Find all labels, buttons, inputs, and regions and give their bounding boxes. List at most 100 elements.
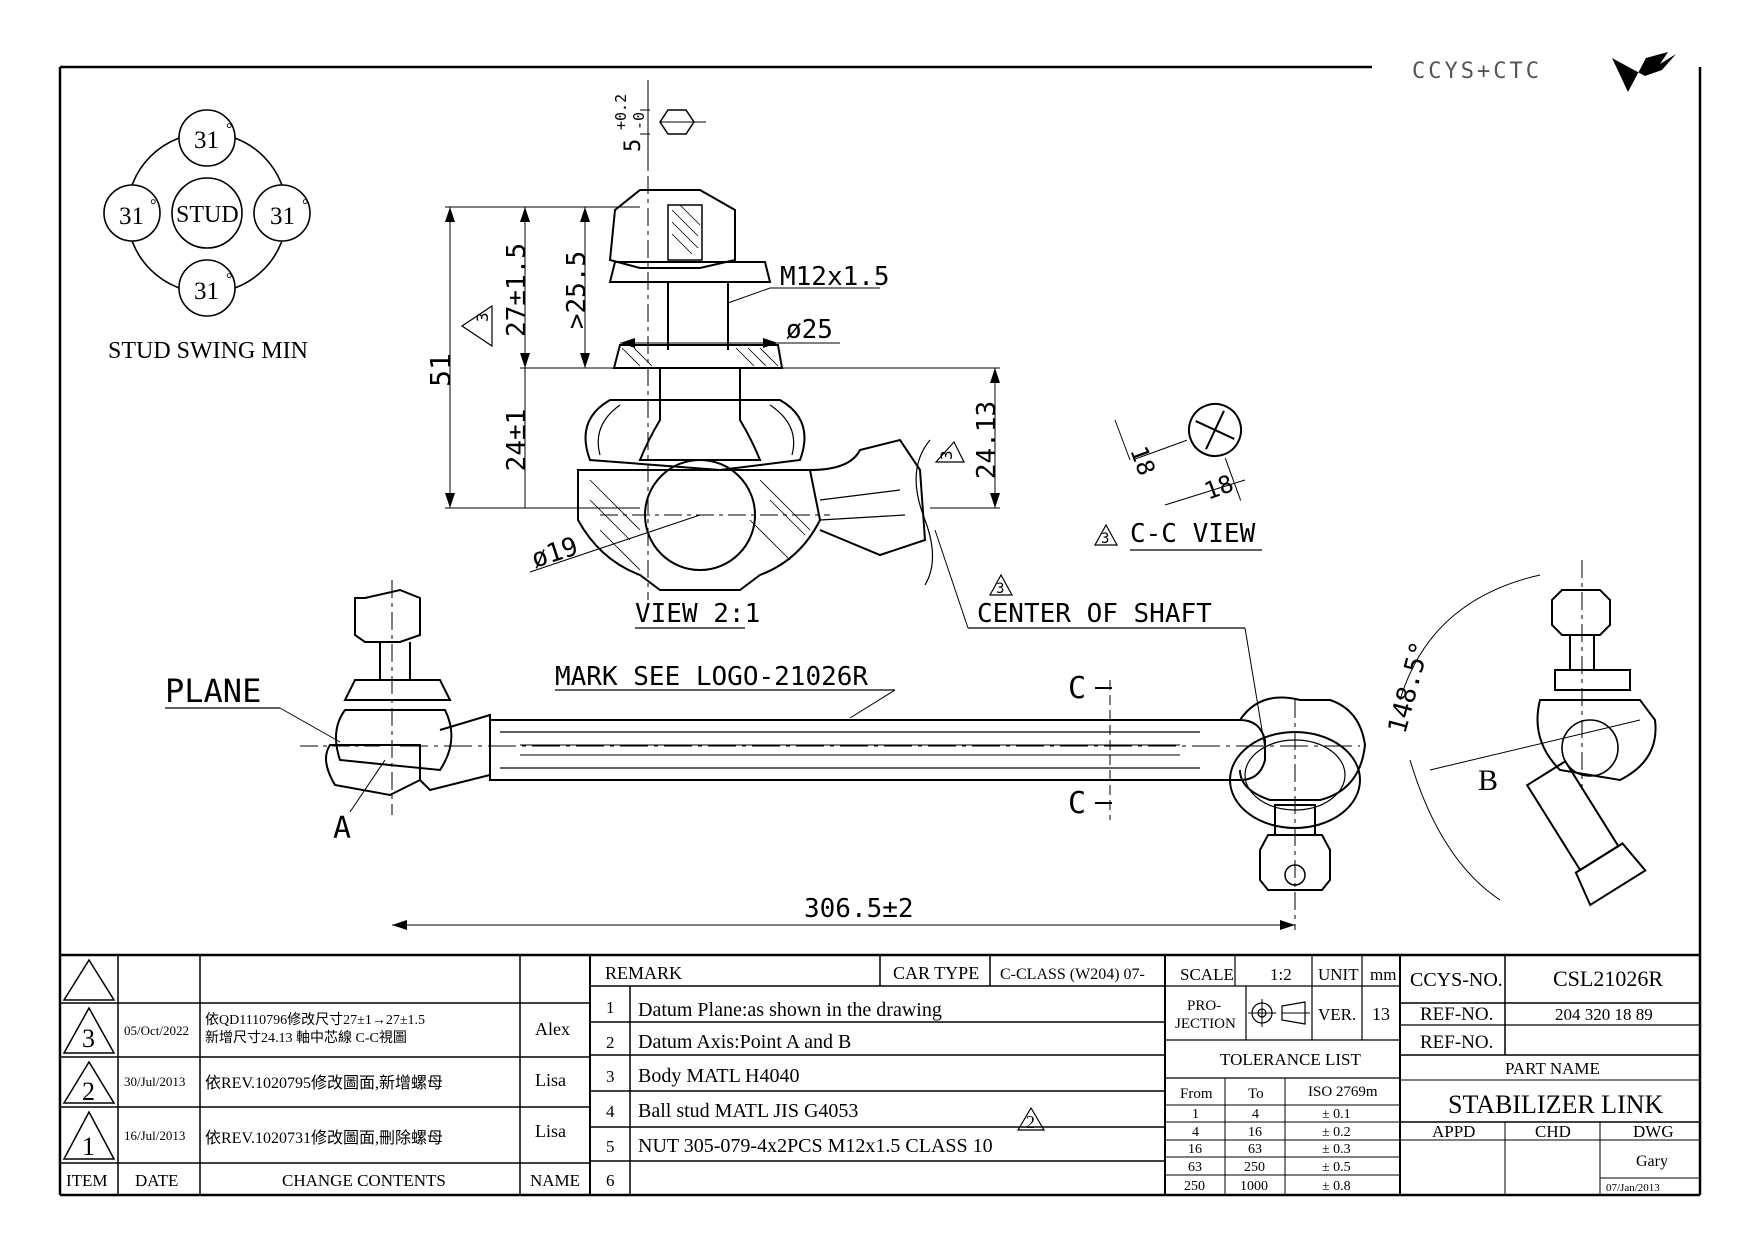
svg-text:1: 1 (1192, 1107, 1199, 1122)
svg-text:°: ° (150, 197, 156, 214)
svg-text:± 0.8: ± 0.8 (1322, 1179, 1351, 1194)
svg-text:°: ° (226, 121, 232, 138)
svg-text:± 0.3: ± 0.3 (1322, 1142, 1351, 1157)
dim-thread: M12x1.5 (780, 262, 890, 292)
svg-text:250: 250 (1184, 1179, 1205, 1194)
swing-bottom: 31 (194, 278, 219, 305)
part-name: STABILIZER LINK (1448, 1090, 1663, 1119)
svg-text:6: 6 (606, 1171, 615, 1190)
car-type-label: CAR TYPE (893, 963, 979, 983)
svg-text:4: 4 (1192, 1125, 1199, 1140)
rev1-date: 16/Jul/2013 (124, 1128, 185, 1143)
svg-text:1000: 1000 (1240, 1179, 1268, 1194)
center-shaft-label: CENTER OF SHAFT (977, 599, 1212, 629)
rev-head-name: NAME (530, 1171, 580, 1190)
drawing-frame (58, 65, 1702, 1197)
rev2-name: Lisa (535, 1070, 566, 1090)
ccys-no: CSL21026R (1553, 966, 1663, 991)
swing-caption: STUD SWING MIN (108, 338, 308, 364)
part-name-label: PART NAME (1505, 1059, 1600, 1078)
projection-label1: PRO- (1187, 998, 1221, 1014)
mark-label: MARK SEE LOGO-21026R (555, 662, 868, 692)
svg-text:3: 3 (996, 581, 1004, 597)
remark-3: Body MATL H4040 (638, 1065, 799, 1087)
svg-text:16: 16 (1248, 1125, 1262, 1140)
svg-text:63: 63 (1248, 1142, 1262, 1157)
remark-header: REMARK (605, 963, 682, 983)
svg-text:4: 4 (1252, 1107, 1259, 1122)
ref-no: 204 320 18 89 (1555, 1005, 1653, 1024)
ver-label: VER. (1318, 1005, 1356, 1024)
rev3-date: 05/Oct/2022 (124, 1023, 189, 1038)
rev1-name: Lisa (535, 1121, 566, 1141)
svg-text:2: 2 (606, 1033, 615, 1052)
svg-text:°: ° (226, 271, 232, 288)
remark-4: Ball stud MATL JIS G4053 (638, 1100, 858, 1122)
company-logo: CCYS+CTC (1412, 52, 1676, 92)
logo-mark-icon (1612, 52, 1676, 92)
stud-swing-diagram: 31 31 31 31 ° ° ° ° STUD STUD SWING MIN (103, 109, 311, 364)
cc-section-view: 18 18 3 C-C VIEW (1093, 403, 1262, 551)
plane-label: PLANE (165, 672, 261, 710)
svg-text:3: 3 (606, 1067, 615, 1086)
svg-text:From: From (1180, 1086, 1213, 1102)
detail-view (529, 80, 934, 600)
rev3-name: Alex (535, 1019, 570, 1039)
projection-label2: JECTION (1175, 1016, 1236, 1032)
rev-head-item: ITEM (66, 1171, 108, 1190)
rev3-num: 3 (82, 1024, 95, 1053)
remark-2: Datum Axis:Point A and B (638, 1031, 851, 1053)
dim-24: 24±1 (502, 409, 532, 472)
svg-text:3: 3 (473, 312, 492, 322)
cc-view-label: C-C VIEW (1130, 519, 1256, 549)
dim-25-5: >25.5 (562, 251, 592, 329)
remarks-table: REMARK CAR TYPE C-CLASS (W204) 07- 1 Dat… (605, 963, 1145, 1190)
rev3-line2: 新增尺寸24.13 軸中芯線 C-C視圖 (205, 1030, 407, 1046)
dim-angle: 148.5° (1383, 638, 1436, 736)
remark-5-rev: 2 (1026, 1112, 1035, 1132)
dim-27: 27±1.5 (502, 243, 532, 337)
ref2-label: REF-NO. (1420, 1032, 1493, 1053)
dim-length: 306.5±2 (804, 894, 914, 924)
svg-text:+0.2: +0.2 (612, 94, 630, 130)
svg-text:± 0.5: ± 0.5 (1322, 1160, 1351, 1175)
svg-text:1: 1 (606, 998, 615, 1017)
dwg-label: DWG (1633, 1122, 1674, 1141)
logo-text: CCYS+CTC (1412, 59, 1542, 84)
car-type-value: C-CLASS (W204) 07- (1000, 966, 1145, 983)
point-a-label: A (333, 811, 351, 846)
remark-5: NUT 305-079-4x2PCS M12x1.5 CLASS 10 (638, 1135, 993, 1157)
section-c-bottom: C (1068, 786, 1086, 821)
swing-right: 31 (270, 203, 295, 230)
spec-block: SCALE 1:2 UNIT mm PRO- JECTION VER. 13 T… (1175, 965, 1396, 1194)
ver-value: 13 (1372, 1004, 1390, 1024)
svg-text:To: To (1248, 1086, 1264, 1102)
dim-51: 51 (424, 353, 457, 387)
rev3-line1: 依QD1110796修改尺寸27±1→27±1.5 (205, 1012, 425, 1028)
svg-text:± 0.2: ± 0.2 (1322, 1125, 1351, 1140)
appd-label: APPD (1432, 1122, 1475, 1141)
rev1-num: 1 (82, 1132, 95, 1161)
ref-label: REF-NO. (1420, 1004, 1493, 1025)
dim-19: ø19 (528, 532, 582, 575)
svg-text:250: 250 (1244, 1160, 1265, 1175)
chd-label: CHD (1535, 1122, 1571, 1141)
svg-text:3: 3 (1101, 531, 1109, 547)
section-c-top: C (1068, 671, 1086, 706)
center-of-shaft-callout: 3 CENTER OF SHAFT (934, 529, 1266, 749)
flat-dim-a: 18 (1124, 442, 1160, 479)
svg-text:3: 3 (937, 450, 956, 460)
view-2-1-label: VIEW 2:1 (635, 599, 760, 629)
rev1-line1: 依REV.1020731修改圖面,刪除螺母 (205, 1129, 443, 1147)
svg-text:5: 5 (621, 139, 646, 152)
rev-head-contents: CHANGE CONTENTS (282, 1171, 446, 1190)
dim-25: ø25 (786, 315, 833, 345)
scale-value: 1:2 (1270, 965, 1292, 984)
rev2-line1: 依REV.1020795修改圖面,新增螺母 (205, 1074, 443, 1092)
detail-dimensions: 51 27±1.5 3 >25.5 24±1 24.13 3 M12x1.5 ø… (424, 94, 1002, 629)
svg-text:16: 16 (1188, 1142, 1202, 1157)
remark-1: Datum Plane:as shown in the drawing (638, 999, 942, 1021)
ccys-label: CCYS-NO. (1410, 969, 1503, 991)
svg-text:-0: -0 (630, 112, 648, 130)
svg-text:°: ° (302, 197, 308, 214)
